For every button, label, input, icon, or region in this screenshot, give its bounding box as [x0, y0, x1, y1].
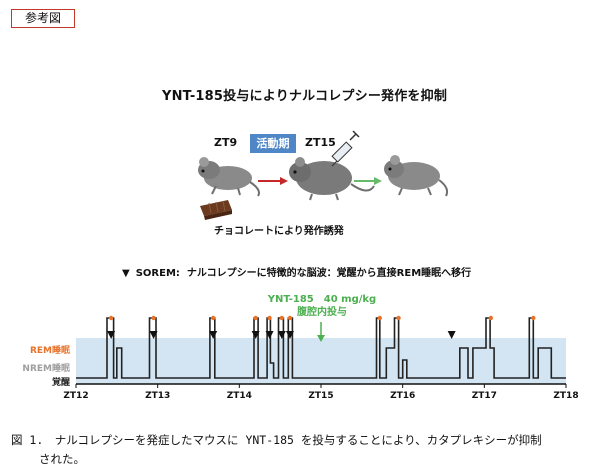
reference-figure-label: 参考図: [11, 9, 75, 28]
rem-marker: [488, 315, 494, 321]
x-tick-label: ZT18: [553, 391, 578, 401]
chocolate-icon: [200, 200, 232, 220]
rem-marker: [253, 315, 258, 321]
sorem-legend: ▼ SOREM: ナルコレプシーに特徴的な脳波：覚醒から直接REM睡眠へ移行: [122, 264, 471, 279]
active-period-badge: 活動期: [250, 134, 296, 153]
chocolate-caption: チョコレートにより発作誘発: [214, 226, 344, 237]
sorem-description: ナルコレプシーに特徴的な脳波：覚醒から直接REM睡眠へ移行: [186, 268, 472, 279]
rem-marker: [151, 315, 156, 321]
hypnogram-trace: [76, 317, 566, 379]
syringe-icon: [331, 130, 360, 167]
zt9-label: ZT9: [214, 136, 238, 149]
state-label-rem: REM睡眠: [29, 346, 70, 356]
injection-arrow-head: [317, 335, 325, 342]
x-tick-label: ZT13: [145, 391, 170, 401]
sorem-marker: [209, 331, 218, 339]
injection-annotation: YNT-185 40 mg/kg 腹腔内投与: [262, 293, 382, 319]
sorem-marker: [265, 331, 274, 339]
figure-title: YNT-185投与によりナルコレプシー発作を抑制: [161, 89, 448, 104]
x-tick-label: ZT16: [390, 391, 415, 401]
x-tick-label: ZT14: [227, 391, 252, 401]
hypnogram-background: [76, 338, 566, 384]
figure-caption-line1: 図 1. ナルコレプシーを発症したマウスに YNT-185 を投与することにより…: [11, 433, 542, 447]
x-tick-label: ZT17: [472, 391, 497, 401]
sorem-marker: [107, 331, 116, 339]
rem-marker: [279, 315, 284, 321]
sorem-marker: [447, 331, 456, 339]
red-arrow-icon: [258, 177, 288, 185]
zt15-label: ZT15: [305, 136, 336, 149]
rem-marker: [287, 315, 293, 321]
injection-route: 腹腔内投与: [297, 307, 347, 318]
state-label-nrem: NREM睡眠: [22, 364, 70, 374]
mouse-middle-icon: [289, 157, 375, 201]
sorem-marker: [277, 331, 286, 339]
rem-marker: [531, 315, 536, 321]
rem-marker: [108, 315, 114, 321]
green-arrow-icon: [354, 177, 382, 185]
injection-dose: YNT-185 40 mg/kg: [267, 294, 377, 305]
rem-marker: [377, 315, 382, 321]
state-label-wake: 覚醒: [51, 378, 70, 388]
sorem-term: SOREM:: [135, 268, 180, 279]
rem-marker: [211, 315, 216, 321]
figure-caption-line2: された。: [39, 452, 85, 466]
rem-marker: [396, 315, 401, 321]
sorem-marker-icon: ▼: [122, 268, 130, 279]
figure-caption: 図 1. ナルコレプシーを発症したマウスに YNT-185 を投与することにより…: [11, 431, 599, 469]
mouse-before-icon: [198, 157, 260, 197]
mouse-after-icon: [384, 155, 449, 197]
sorem-marker: [149, 331, 158, 339]
sorem-marker: [285, 331, 294, 339]
x-tick-label: ZT15: [308, 391, 333, 401]
sorem-marker: [251, 331, 260, 339]
x-tick-label: ZT12: [63, 391, 88, 401]
rem-marker: [267, 315, 272, 321]
